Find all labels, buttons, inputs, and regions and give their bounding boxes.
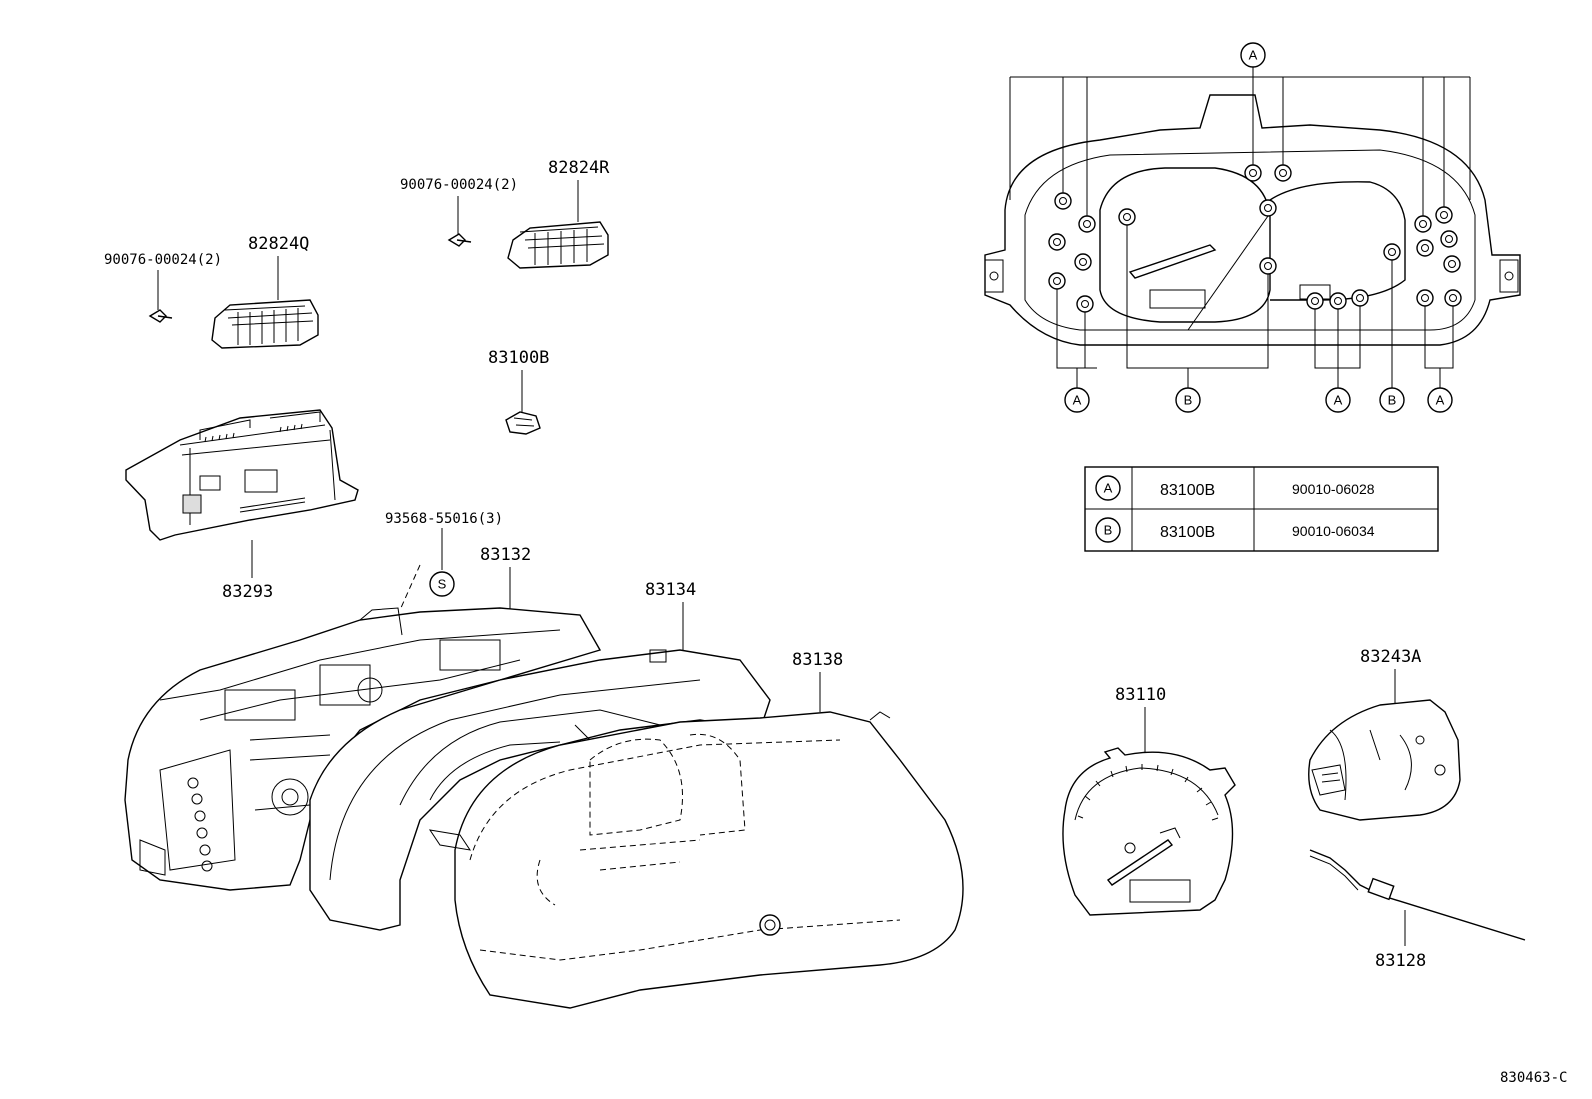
callout-a-3: A — [1427, 387, 1453, 413]
label-83100b: 83100B — [488, 348, 549, 368]
svg-text:B: B — [1104, 523, 1113, 538]
label-83293: 83293 — [222, 582, 273, 602]
svg-text:B: B — [1184, 393, 1193, 408]
label-83128: 83128 — [1375, 951, 1426, 971]
callout-a-2: A — [1325, 387, 1351, 413]
bulb-layout-view: A A B A B A — [984, 42, 1521, 413]
callout-s: S — [438, 577, 447, 592]
legend-row-a: A 83100B 90010-06028 — [1095, 475, 1375, 501]
meter-glass-83138: 83138 — [428, 650, 964, 1009]
temp-gauge-83243a: 83243A — [1308, 647, 1461, 821]
legend-row-b-number: 90010-06034 — [1292, 523, 1375, 539]
screw-90076-top: 90076-00024(2) — [400, 177, 518, 247]
label-83134: 83134 — [645, 580, 696, 600]
legend-row-a-part: 83100B — [1160, 482, 1215, 499]
callout-a-top: A — [1240, 42, 1266, 68]
svg-text:A: A — [1249, 48, 1258, 63]
svg-text:B: B — [1388, 393, 1397, 408]
svg-text:A: A — [1073, 393, 1082, 408]
screw-93568: 93568-55016(3) S — [385, 511, 503, 611]
bulb-leaders — [1056, 67, 1454, 388]
label-82824r: 82824R — [548, 158, 610, 178]
legend-row-b-part: 83100B — [1160, 524, 1215, 541]
printed-circuit-82824r: 82824R — [507, 158, 610, 269]
legend-row-b: B 83100B 90010-06034 — [1095, 517, 1375, 543]
label-90076-top: 90076-00024(2) — [400, 177, 518, 193]
label-82824q: 82824Q — [248, 234, 309, 254]
svg-text:A: A — [1334, 393, 1343, 408]
label-83110: 83110 — [1115, 685, 1166, 705]
bulb-83100b: 83100B — [488, 348, 549, 435]
svg-text:A: A — [1436, 393, 1445, 408]
label-90076-left: 90076-00024(2) — [104, 252, 222, 268]
circuit-board-83293: 83293 — [125, 409, 359, 602]
screw-90076-left: 90076-00024(2) — [104, 252, 222, 323]
meter-hood-83134: 83134 — [309, 580, 771, 931]
label-83132: 83132 — [480, 545, 531, 565]
printed-circuit-82824q: 82824Q — [211, 234, 319, 349]
callout-b-2: B — [1379, 387, 1405, 413]
speedometer-cable-83128: 83128 — [1309, 849, 1526, 971]
label-83138: 83138 — [792, 650, 843, 670]
speedometer-83110: 83110 — [1062, 685, 1236, 916]
meter-case-83132: 83132 — [124, 545, 602, 891]
callout-a-1: A — [1064, 387, 1090, 413]
illustration-code: 830463-C — [1500, 1070, 1567, 1086]
svg-text:A: A — [1104, 481, 1113, 496]
label-93568: 93568-55016(3) — [385, 511, 503, 527]
legend-table: A 83100B 90010-06028 B 83100B 90010-0603… — [1084, 466, 1439, 552]
label-83243a: 83243A — [1360, 647, 1421, 667]
bulb-sockets — [1048, 164, 1462, 313]
legend-row-a-number: 90010-06028 — [1292, 481, 1375, 497]
callout-b-1: B — [1175, 387, 1201, 413]
